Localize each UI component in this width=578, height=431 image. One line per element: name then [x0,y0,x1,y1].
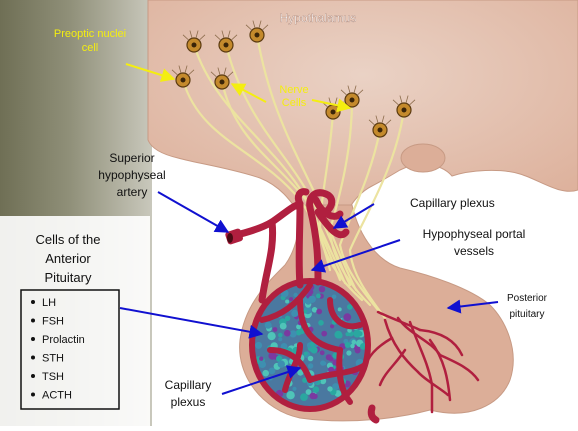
anterior-cell-dot [278,333,283,338]
anterior-cell-dot [308,356,314,362]
nerve-cells-label: Nerve Cells [279,84,308,109]
lower-sidebar-panel [0,216,150,426]
anterior-cell-dot [290,330,297,337]
anterior-cell-dot [285,316,290,321]
anterior-cell-dot [311,346,318,353]
neuron-nucleus-icon [331,110,336,115]
tissue-lobe [401,144,445,172]
neuron-nucleus-icon [255,33,260,38]
anterior-cell-dot [300,393,308,401]
neuron-nucleus-icon [181,78,186,83]
anterior-cell-dot [316,294,321,299]
anterior-cell-dot [278,360,285,367]
neuron-nucleus-icon [378,128,383,133]
hormone-item: STH [42,353,64,365]
anterior-cell-dot [321,331,327,337]
preoptic-label-line1: Preoptic nuclei [54,28,126,40]
anterior-cell-dot [358,331,363,336]
anterior-cell-dot [327,386,332,391]
anterior-cell-dot [346,350,351,355]
hormone-bullet [31,393,35,397]
hormone-bullet [31,356,35,360]
anterior-cell-dot [329,357,334,362]
portal-label-line2: vessels [454,244,494,258]
anterior-cell-dot [284,330,291,337]
posterior-label-line1: Posterior [507,293,548,304]
anterior-cell-dot [292,387,296,391]
anterior-heading-line1: Cells of the [35,232,100,247]
anterior-cell-dot [296,330,302,336]
hormone-item: LH [42,297,56,309]
anterior-cell-dot [355,348,361,354]
anterior-cell-dot [309,296,316,303]
superior-label-line3: artery [117,185,148,199]
anterior-cell-dot [310,393,317,400]
superior-label-line1: Superior [109,151,154,165]
neuron-nucleus-icon [402,108,407,113]
anterior-cell-dot [304,352,308,356]
anterior-cell-dot [291,310,298,317]
hormone-bullet [31,337,35,341]
anterior-cell-dot [320,360,325,365]
neuron-nucleus-icon [224,43,229,48]
anterior-cell-dot [280,323,287,330]
hormone-bullet [31,300,35,304]
anterior-cell-dot [350,344,354,348]
anterior-cell-dot [313,386,320,393]
superior-label-line2: hypophyseal [98,168,165,182]
anterior-heading-line3: Pituitary [45,270,92,285]
neuron-nucleus-icon [192,43,197,48]
portal-vessels-label: Hypophyseal portal vessels [423,227,526,258]
hormone-item: TSH [42,371,64,383]
hypothalamus-title: Hypothalamus [280,11,357,25]
capillary-plexus-top-label: Capillary plexus [410,196,495,210]
anterior-cell-dot [338,307,342,311]
anterior-cell-dot [334,331,342,339]
neuron-nucleus-icon [350,98,355,103]
anterior-cell-dot [316,309,322,315]
capillary-bottom-line1: Capillary [165,378,212,392]
preoptic-label-line2: cell [82,42,99,54]
anterior-cell-dot [285,300,289,304]
anterior-cell-dot [289,297,293,301]
anterior-cell-dot [273,327,278,332]
capillary-plexus-bottom-label: Capillary plexus [165,378,212,409]
anterior-cell-dot [278,337,282,341]
capillary-bottom-line2: plexus [171,395,206,409]
anterior-cell-dot [343,313,351,321]
neuron-nucleus-icon [220,80,225,85]
nerve-label-line2: Cells [282,97,307,109]
posterior-label-line2: pituitary [509,309,544,320]
anterior-cell-dot [318,320,324,326]
anterior-cell-dot [255,342,262,349]
posterior-pituitary-label: Posterior pituitary [507,293,548,320]
nerve-label-line1: Nerve [279,84,308,96]
anterior-cell-dot [268,332,276,340]
hormone-item: Prolactin [42,334,85,346]
anterior-cell-dot [259,357,263,361]
portal-label-line1: Hypophyseal portal [423,227,526,241]
anterior-heading-line2: Anterior [45,251,91,266]
anterior-cell-dot [345,342,351,348]
hormone-bullet [31,374,35,378]
arrow-superior-artery [158,192,228,232]
hormone-item: ACTH [42,390,72,402]
anterior-cell-dot [319,286,325,292]
anterior-cell-dot [262,370,269,377]
anterior-cell-dot [308,363,313,368]
hormone-item: FSH [42,316,64,328]
anterior-cell-dot [352,340,357,345]
anterior-cell-dot [259,361,266,368]
anterior-cell-dot [286,391,294,399]
hypothalamus-tissue [148,0,578,214]
anterior-cell-dot [265,322,272,329]
anterior-cell-dot [320,350,325,355]
hormone-bullet [31,319,35,323]
anterior-cell-dot [330,324,334,328]
